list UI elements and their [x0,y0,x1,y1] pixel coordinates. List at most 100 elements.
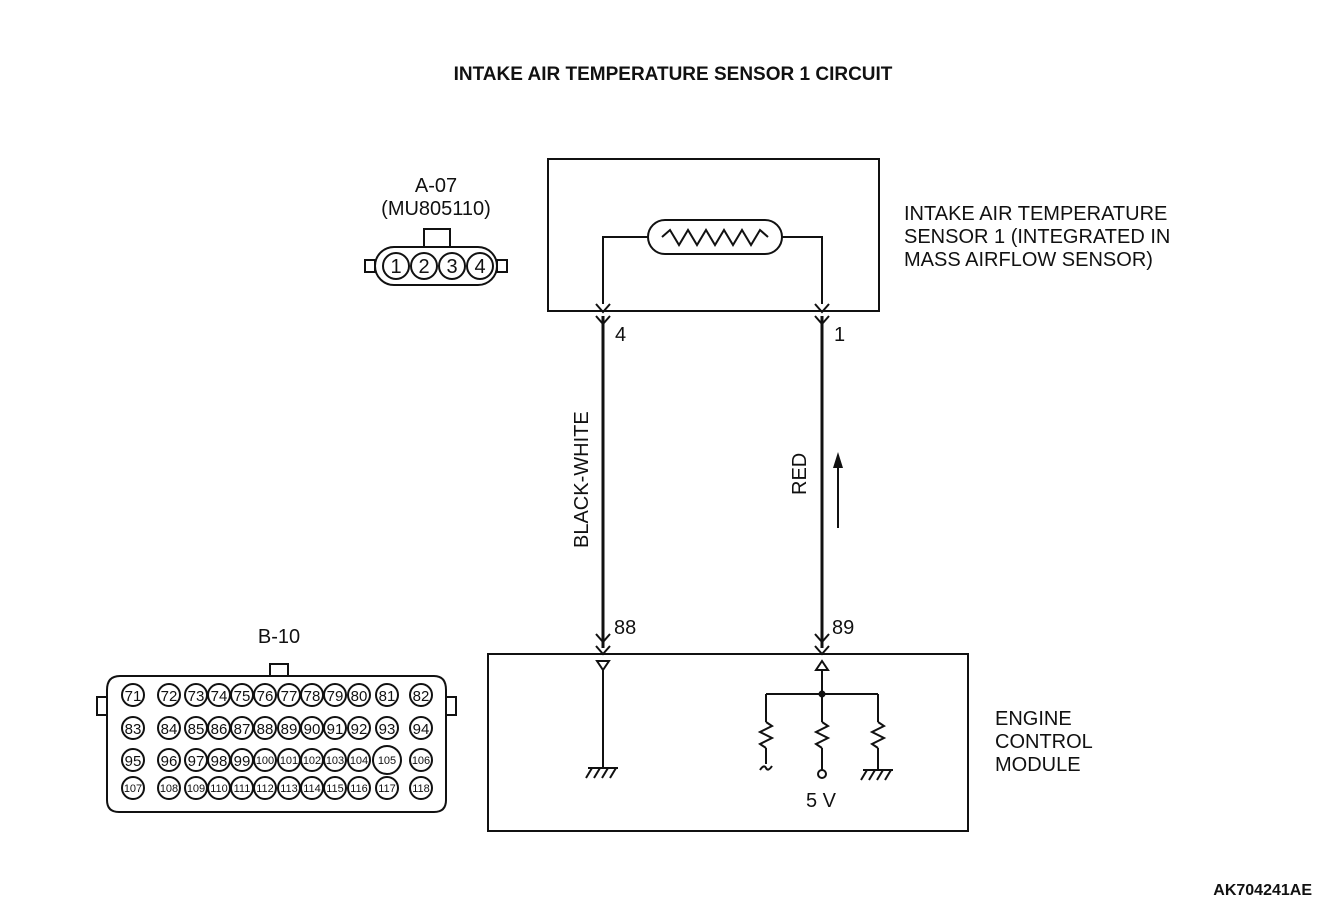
ecm-connector-pin [347,716,371,740]
ecm-pin-88-label: 88 [614,617,636,639]
ecm-connector-pin-label: 100 [256,755,274,767]
ecm-connector-pin [372,745,402,775]
ecm-connector-pin-label: 79 [327,688,344,705]
sensor-connector-pin-label: 3 [446,256,457,278]
ecm-connector-pin-label: 96 [161,753,178,770]
ecm-connector-pin [323,716,347,740]
ecm-connector-pin-label: 118 [412,783,430,795]
ecm-connector-pin-label: 91 [327,721,344,738]
ecm-connector-pin-label: 82 [413,688,430,705]
wire-color-black-white: BLACK-WHITE [571,411,593,548]
ecm-ground-circuit [585,660,618,779]
ecm-connector-pin-label: 110 [210,783,228,795]
sensor-connector-pin [438,252,466,280]
ecm-connector-id: B-10 [258,626,300,648]
ecm-connector-pin-label: 75 [234,688,251,705]
ecm-connector-pin [409,776,433,800]
sensor-label-line3: MASS AIRFLOW SENSOR) [904,249,1153,271]
ecm-pin-89-label: 89 [832,617,854,639]
ecm-sensing-circuit [757,659,893,781]
thermistor-symbol [602,219,823,304]
ecm-connector-pin [323,683,347,707]
ecm-connector-pin [253,716,277,740]
ecm-connector-pin-label: 90 [304,721,321,738]
ecm-box [487,653,969,832]
ecm-connector-pin-label: 97 [188,753,205,770]
ecm-label-line1: ENGINE [995,708,1072,730]
ecm-connector-pin-label: 113 [280,783,298,795]
ecm-connector-pin-label: 95 [125,753,142,770]
sensor-connector-pin [382,252,410,280]
sensor-box [547,158,880,312]
ecm-connector-pin-label: 109 [187,783,205,795]
ecm-supply-voltage: 5 V [806,790,837,812]
ecm-connector-pin-label: 83 [125,721,142,738]
ecm-connector-pin [347,748,371,772]
ecm-connector-pin [323,748,347,772]
ecm-connector-pin [157,683,181,707]
ecm-connector-pin [347,776,371,800]
ecm-connector-pin [375,716,399,740]
ecm-label-line3: MODULE [995,754,1081,776]
ecm-connector-pin [409,748,433,772]
signal-direction-arrow [833,452,843,528]
sensor-connector-pin [410,252,438,280]
ecm-connector-pin-label: 78 [304,688,321,705]
ecm-connector-pin-label: 93 [379,721,396,738]
ecm-connector-pin-label: 112 [256,783,274,795]
ecm-connector-pin-label: 89 [281,721,298,738]
sensor-pin-4-label: 4 [615,324,626,346]
ecm-connector-pin [323,776,347,800]
sensor-connector-id: A-07 [415,175,457,197]
ecm-connector-pin [253,748,277,772]
ecm-connector-pin-label: 107 [124,783,142,795]
ecm-connector-pin-label: 103 [326,755,344,767]
ecm-connector-pin-label: 99 [234,753,251,770]
ecm-connector-pin-label: 115 [326,783,344,795]
ecm-connector-pin-label: 87 [234,721,251,738]
ecm-connector-pin-label: 77 [281,688,298,705]
ecm-connector-pin [121,683,145,707]
ecm-connector-pin-label: 106 [412,755,430,767]
ecm-connector-pin-label: 108 [160,783,178,795]
sensor-connector-pin-label: 2 [418,256,429,278]
ecm-connector-pin-label: 85 [188,721,205,738]
ecm-label-line2: CONTROL [995,731,1093,753]
sensor-connector-pin [466,252,494,280]
ecm-connector-pin-label: 116 [350,783,368,795]
ecm-connector-pin-label: 111 [234,783,251,795]
sensor-label-line1: INTAKE AIR TEMPERATURE [904,203,1167,225]
ecm-connector-pin [409,683,433,707]
ecm-connector-pin [121,748,145,772]
ecm-connector-pin [375,683,399,707]
ecm-connector-pin [253,776,277,800]
ecm-connector-pin-label: 76 [257,688,274,705]
ecm-connector-pin-label: 88 [257,721,274,738]
ecm-connector-pin-label: 98 [211,753,228,770]
ecm-connector-pin [157,776,181,800]
ecm-connector-pin-label: 80 [351,688,368,705]
ecm-connector-pin-label: 104 [350,755,368,767]
ecm-connector-pin-label: 73 [188,688,205,705]
reference-code: AK704241AE [1213,882,1312,899]
ecm-connector-pin-label: 74 [211,688,228,705]
ecm-connector-pin-label: 101 [280,755,298,767]
sensor-label-line2: SENSOR 1 (INTEGRATED IN [904,226,1170,248]
sensor-pin-1-label: 1 [834,324,845,346]
ecm-connector-pin [121,716,145,740]
ecm-connector-pin-label: 72 [161,688,178,705]
ecm-connector-pin-label: 117 [378,783,396,795]
ecm-connector-pin [375,776,399,800]
ecm-connector-pin [157,716,181,740]
diagram-title: INTAKE AIR TEMPERATURE SENSOR 1 CIRCUIT [454,64,893,85]
ecm-connector-pin [347,683,371,707]
ecm-connector-pin [253,683,277,707]
ecm-connector-pin-label: 81 [379,688,396,705]
ecm-connector-pin-label: 114 [303,783,321,795]
ecm-connector-pin [409,716,433,740]
ecm-connector-pin [121,776,145,800]
sensor-connector-part-number: (MU805110) [381,198,491,220]
sensor-connector-pin-label: 1 [390,256,401,278]
